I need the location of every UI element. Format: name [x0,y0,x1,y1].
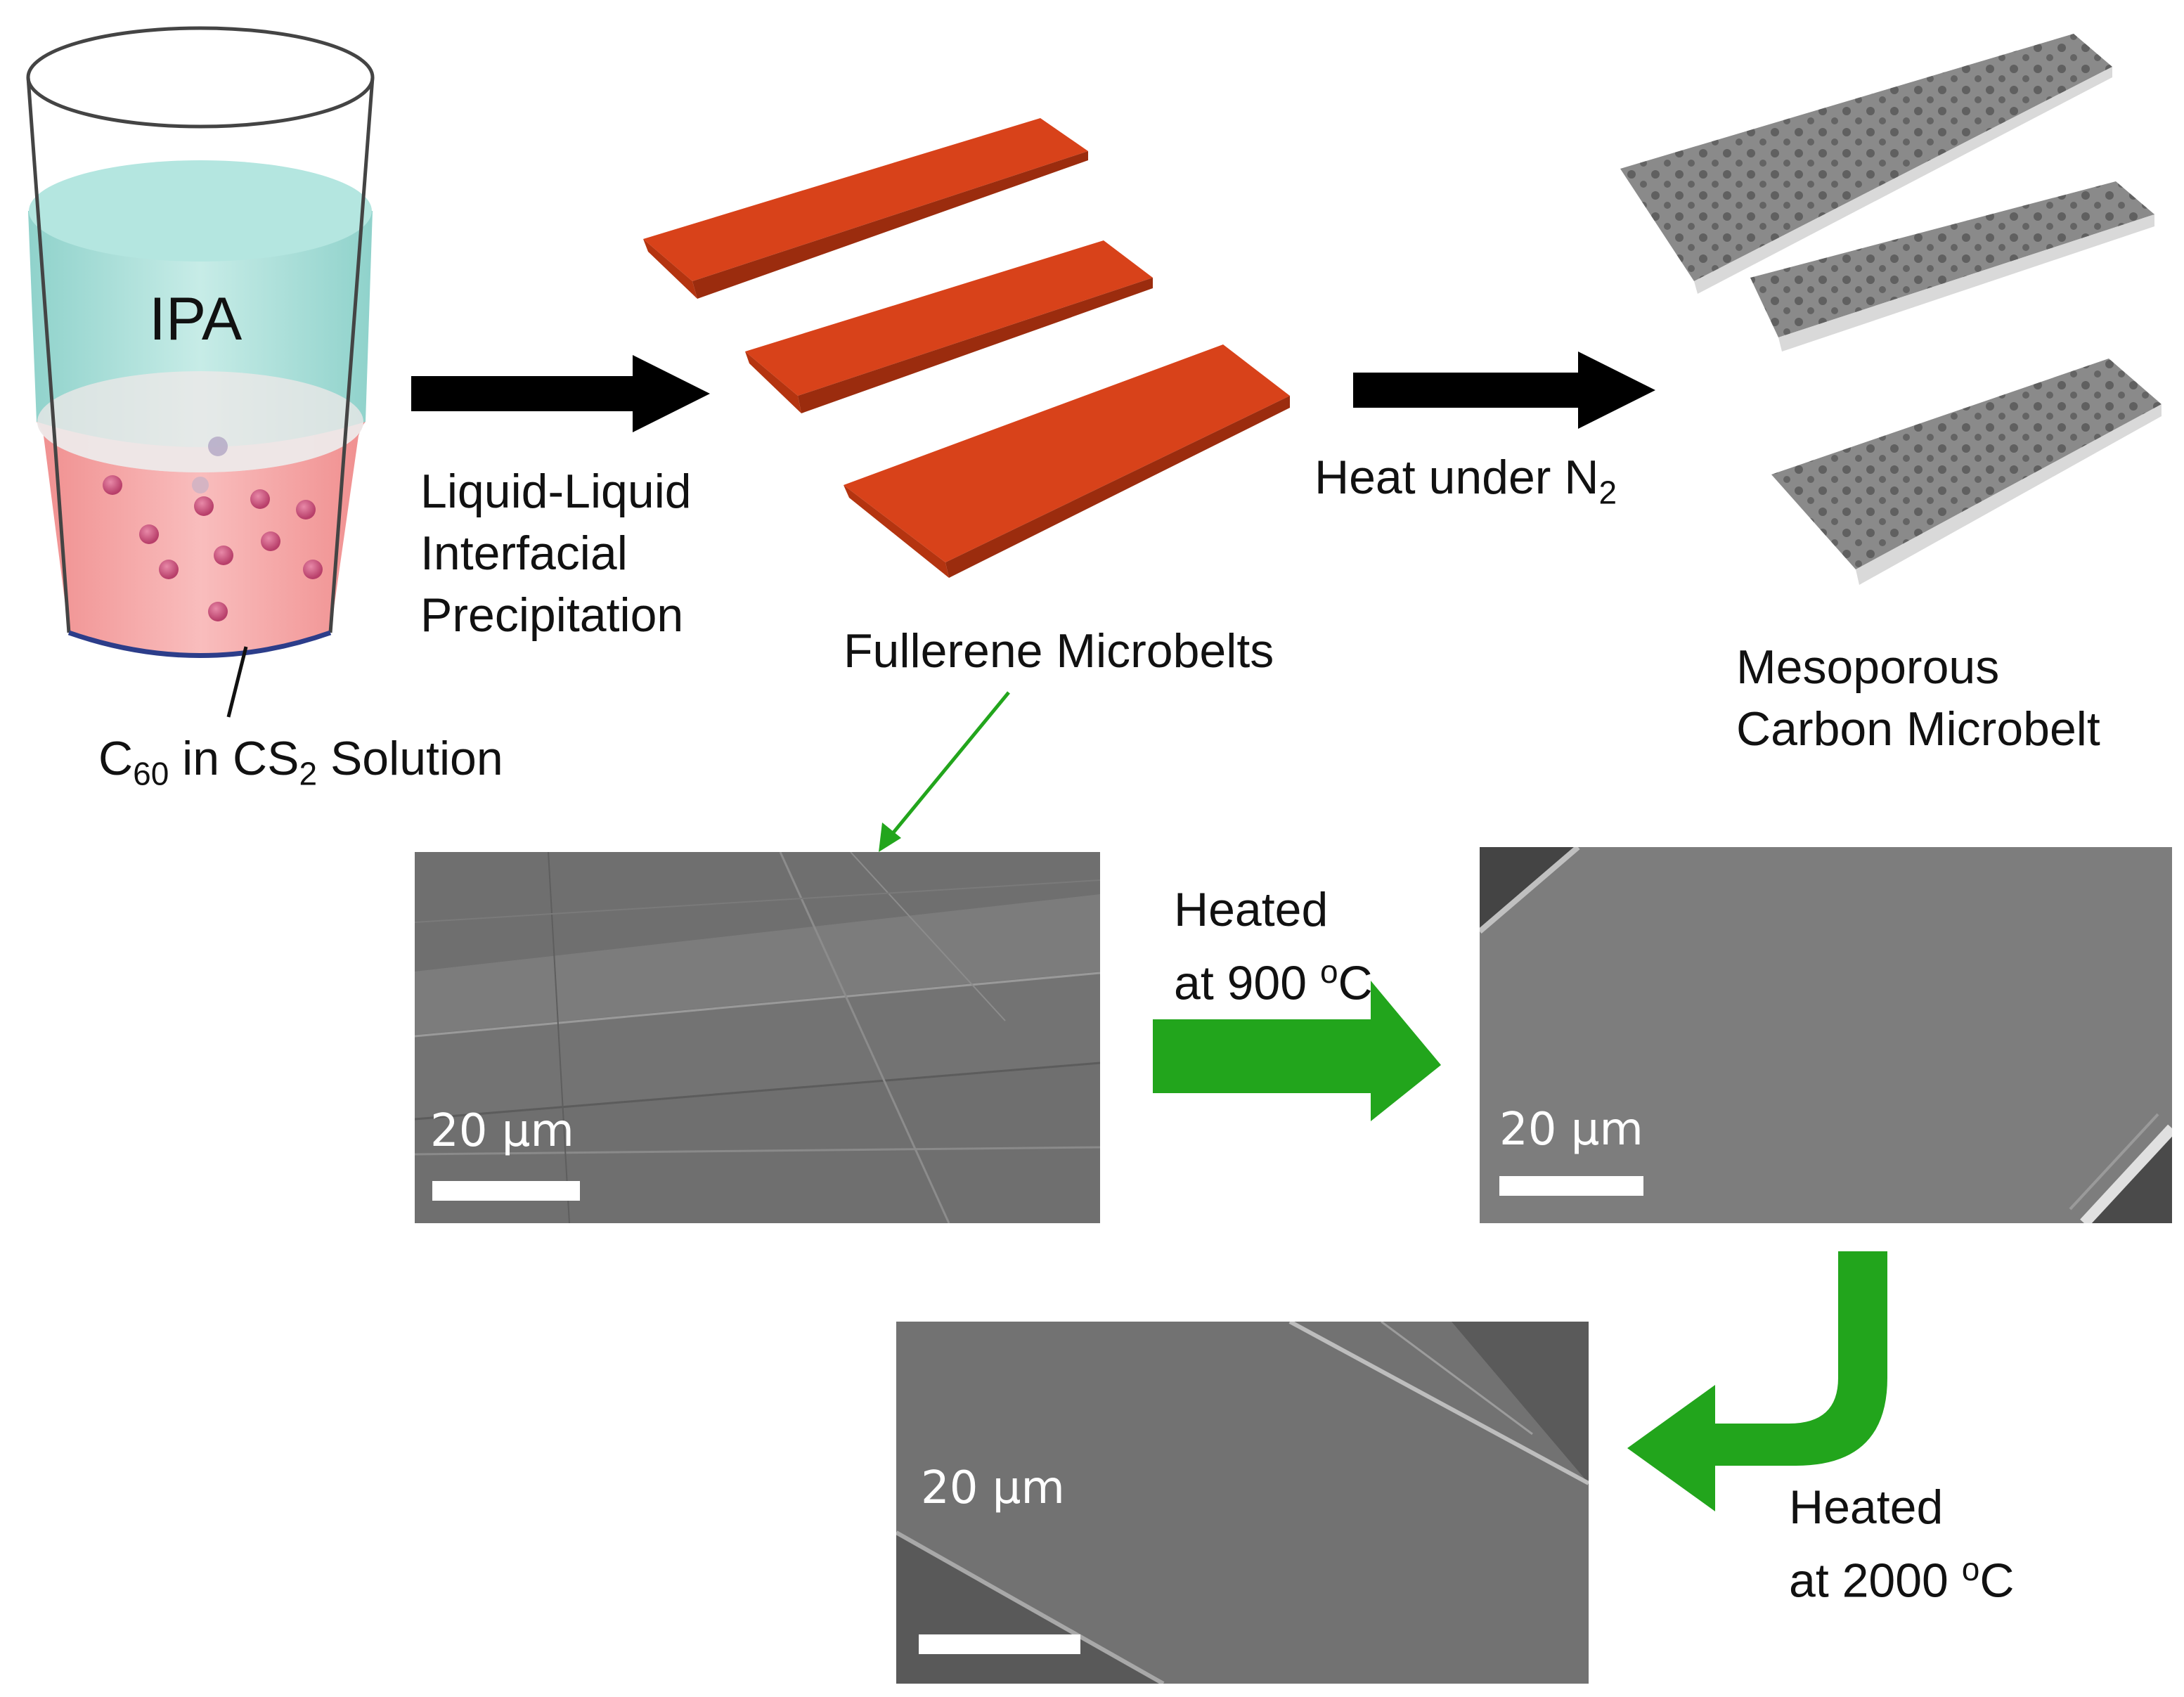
mesoporous-belts [1620,34,2162,585]
scale-bar-2 [1499,1176,1643,1196]
scale-label-3: 20 µm [921,1462,1065,1514]
scale-label-2: 20 µm [1499,1104,1643,1156]
sem-image-900c: 20 µm [1480,847,2172,1223]
green-arrow-900 [1153,981,1441,1121]
heat-under-n2-label: Heat under N2 [1314,451,1617,511]
fullerene-microbelts [643,118,1290,578]
arrow-step1 [411,355,710,432]
c60-molecules [103,437,323,621]
ipa-label: IPA [149,285,243,353]
fullerene-microbelts-label: Fullerene Microbelts [844,624,1274,678]
green-arrow-2000 [1627,1251,1887,1511]
scale-bar-3 [919,1634,1080,1654]
mesoporous-label: Mesoporous Carbon Microbelt [1736,640,2100,756]
arrow-step2 [1353,351,1655,429]
step1-label: Liquid-Liquid Interfacial Precipitation [420,465,692,642]
sem-image-fullerene: 20 µm [415,852,1100,1223]
scale-label-1: 20 µm [430,1105,574,1157]
heated-900-label: Heated at 900 oC [1174,883,1373,1010]
heated-2000-label: Heated at 2000 oC [1789,1480,2015,1608]
pointer-to-sem [883,691,1010,845]
beaker [26,26,375,718]
scale-bar-1 [432,1181,580,1201]
sem-image-2000c: 20 µm [896,1322,1589,1684]
solution-label: C60 in CS2 Solution [98,732,503,792]
